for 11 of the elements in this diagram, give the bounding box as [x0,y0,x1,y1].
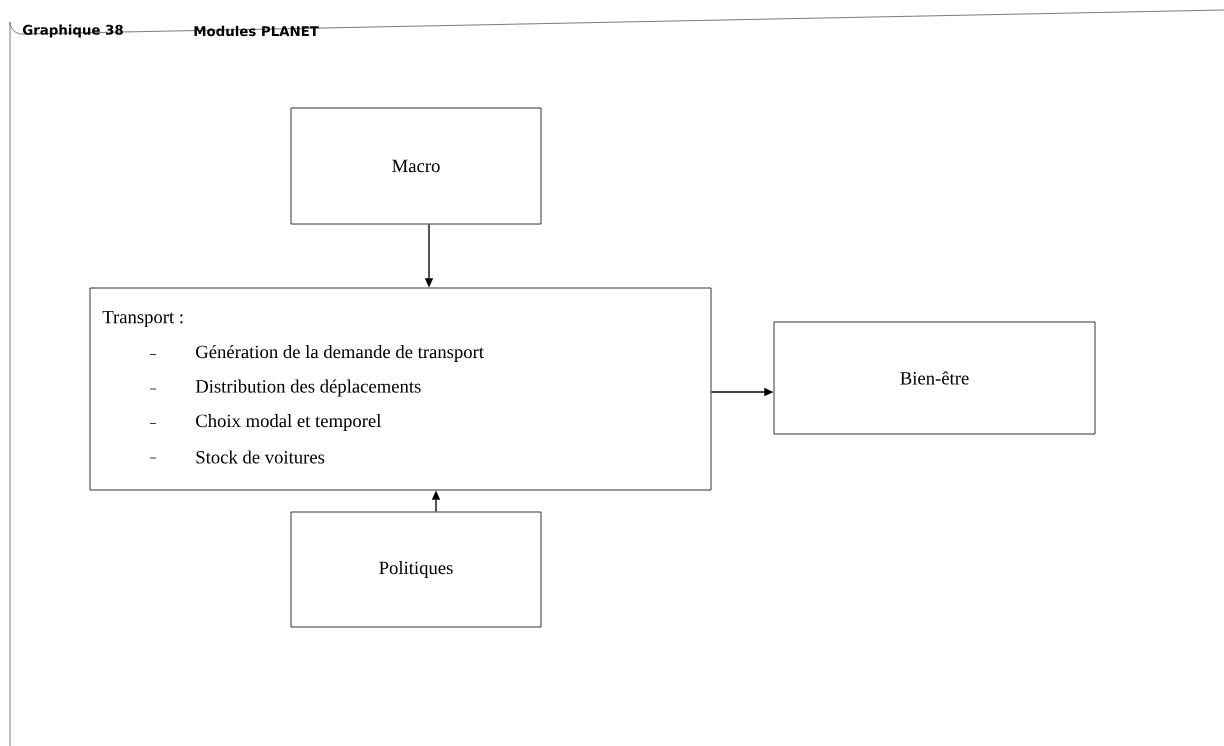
module-box: Bien-être [773,321,1096,435]
figure-number: Graphique 38 [22,24,123,38]
module-box [89,287,712,491]
box-heading: Transport : [102,310,183,328]
module-box: Macro [290,107,542,225]
list-item: Génération de la demande de transport [196,345,484,362]
list-item: Stock de voitures [196,450,325,464]
figure-title: Modules PLANET [194,25,319,37]
list-item: Choix modal et temporel [196,414,382,431]
module-box: Politiques [290,511,542,628]
list-item: Distribution des déplacements [195,379,421,397]
